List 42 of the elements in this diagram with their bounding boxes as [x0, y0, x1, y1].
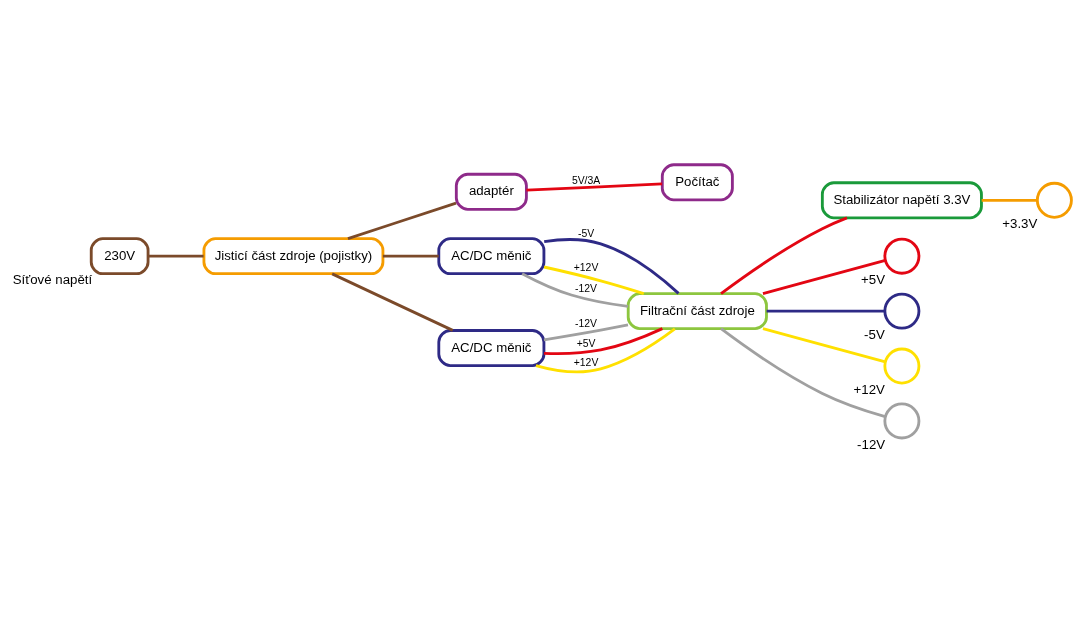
connector [981, 198, 1038, 202]
connector [762, 327, 886, 364]
node-box: AC/DC měnič [437, 329, 546, 367]
connector [148, 254, 204, 258]
connector [331, 272, 454, 332]
connector [543, 327, 663, 355]
node-circle [883, 402, 921, 440]
node-box: Počítač [660, 163, 734, 202]
node-label: +5V [861, 271, 885, 287]
edge-label: -12V [575, 318, 598, 330]
connector [521, 272, 629, 308]
node-box: Filtrační část zdroje [626, 292, 768, 331]
node-label: +3.3V [1002, 215, 1038, 231]
edge-label: +12V [573, 356, 599, 368]
node-circle [883, 347, 921, 385]
connector [762, 259, 886, 295]
connector [543, 323, 629, 342]
node-box: 230V [89, 237, 150, 276]
connector [526, 182, 663, 192]
edge-label: +12V [573, 262, 599, 274]
node-label: +12V [853, 381, 885, 397]
node-box: adaptér [454, 172, 528, 211]
node-box: AC/DC měnič [437, 237, 546, 276]
node-box: Stabilizátor napětí 3.3V [820, 181, 983, 220]
connector [720, 216, 848, 295]
edge-label: -5V [577, 228, 595, 240]
node-circle [883, 292, 921, 330]
edge-label: -12V [575, 282, 598, 294]
edge-label: +5V [576, 337, 596, 349]
edge-label: 5V/3A [571, 175, 601, 187]
connector [347, 201, 457, 240]
node-circle [883, 237, 921, 275]
connector [382, 254, 439, 258]
node-box: Jisticí část zdroje (pojistky) [202, 237, 385, 276]
connector [766, 309, 885, 313]
connector [535, 327, 676, 374]
node-label: -5V [864, 326, 885, 342]
connector [544, 238, 680, 295]
connector [720, 327, 886, 419]
node-circle [1035, 181, 1073, 219]
node-label: -12V [857, 436, 886, 452]
connector [543, 265, 645, 295]
